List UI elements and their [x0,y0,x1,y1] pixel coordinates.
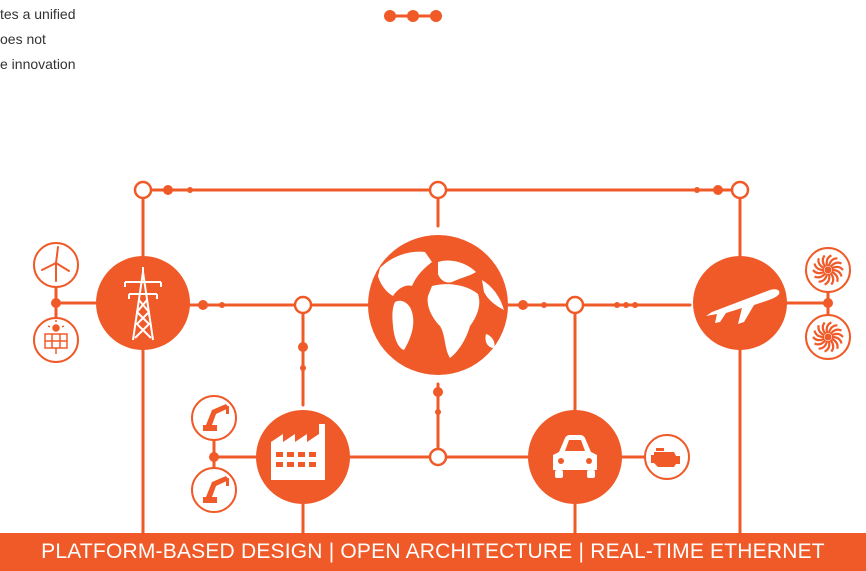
connection-dots [51,185,833,462]
airplane-icon [706,289,780,324]
intro-line: e innovation [0,56,76,72]
engine-icon [651,448,680,467]
car-node [528,410,622,504]
robot-arm-node-1 [191,395,237,441]
junction-nodes [133,180,750,467]
header-dots-icon [384,10,442,22]
turbine-fan-icon [812,321,844,353]
intro-line: oes not [0,31,46,47]
globe-icon [378,251,504,358]
car-icon [553,435,597,478]
factory-icon [271,424,325,480]
power-tower-node [96,256,190,350]
factory-node [256,410,350,504]
airplane-node [693,256,787,350]
robot-arm-icon [203,476,229,503]
transmission-tower-icon [124,267,162,341]
turbine-fan-node-1 [805,247,851,293]
engine-node [644,434,690,480]
banner-background [0,533,866,571]
robot-arm-icon [203,404,229,431]
robot-arm-node-2 [191,467,237,513]
solar-panel-icon [44,320,68,354]
intro-line: tes a unified [0,6,76,22]
wind-turbine-node [33,242,79,288]
turbine-fan-icon [812,254,844,286]
intro-text: tes a unified oes not e innovation [0,2,76,77]
solar-panel-node [33,317,79,363]
wind-turbine-icon [41,246,70,282]
banner-text: PLATFORM-BASED DESIGN | OPEN ARCHITECTUR… [41,540,825,563]
globe-node [368,235,508,375]
turbine-fan-node-2 [805,314,851,360]
